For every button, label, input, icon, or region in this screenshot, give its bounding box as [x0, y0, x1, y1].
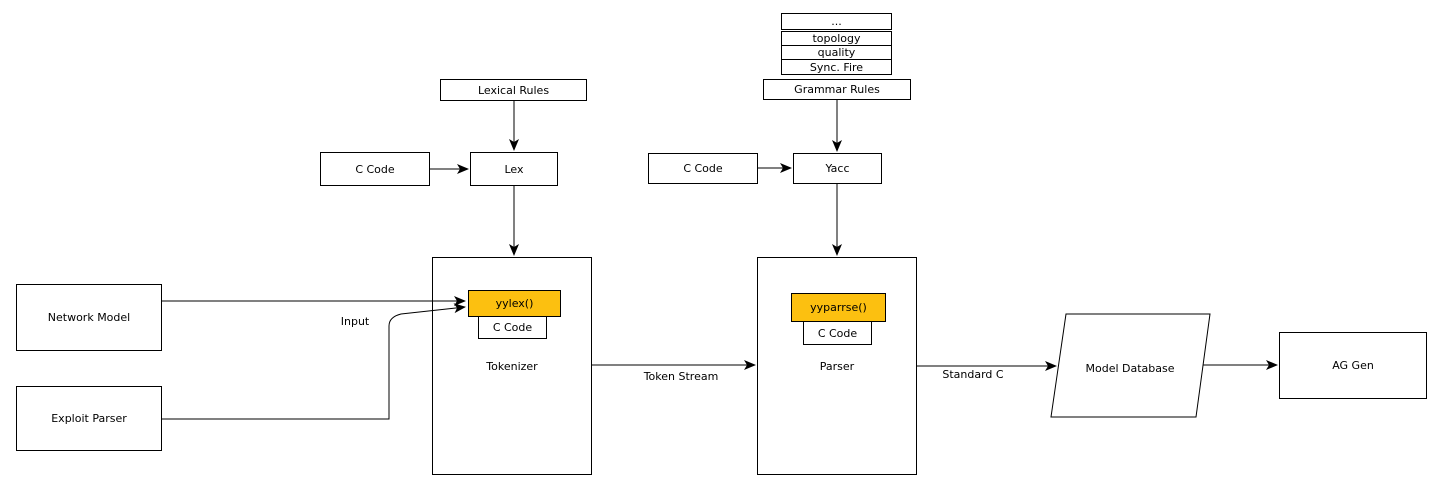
node-lex: Lex [470, 152, 558, 186]
node-ag-gen: AG Gen [1279, 332, 1427, 399]
node-yacc: Yacc [793, 153, 882, 184]
parser-label: Parser [819, 360, 855, 373]
edge-exploit-parser-yylex [162, 303, 466, 420]
node-model-database-label: Model Database [1085, 362, 1175, 375]
node-grammar-rules: Grammar Rules [763, 79, 911, 100]
edge-label-token-stream: Token Stream [643, 370, 719, 383]
node-tokenizer-container: yylex() C Code Tokenizer [432, 257, 592, 475]
stack-row-sync-fire: Sync. Fire [781, 59, 892, 75]
node-exploit-parser: Exploit Parser [16, 386, 162, 451]
node-yyparrse: yyparrse() [791, 293, 886, 322]
node-c-code-yacc-input: C Code [648, 153, 758, 184]
stack-row-quality: quality [781, 45, 892, 60]
node-network-model: Network Model [16, 284, 162, 351]
edge-label-input: Input [340, 315, 370, 328]
tokenizer-label: Tokenizer [486, 360, 538, 373]
node-c-code-parser: C Code [803, 321, 872, 345]
node-c-code-lex-input: C Code [320, 152, 430, 186]
node-yylex: yylex() [468, 290, 561, 317]
stack-row-ellipsis: ... [781, 13, 892, 30]
stack-row-topology: topology [781, 31, 892, 46]
edge-label-standard-c: Standard C [942, 368, 1004, 381]
node-lexical-rules: Lexical Rules [440, 79, 587, 101]
node-c-code-tokenizer: C Code [478, 316, 547, 339]
node-parser-container: yyparrse() C Code Parser [757, 257, 917, 475]
